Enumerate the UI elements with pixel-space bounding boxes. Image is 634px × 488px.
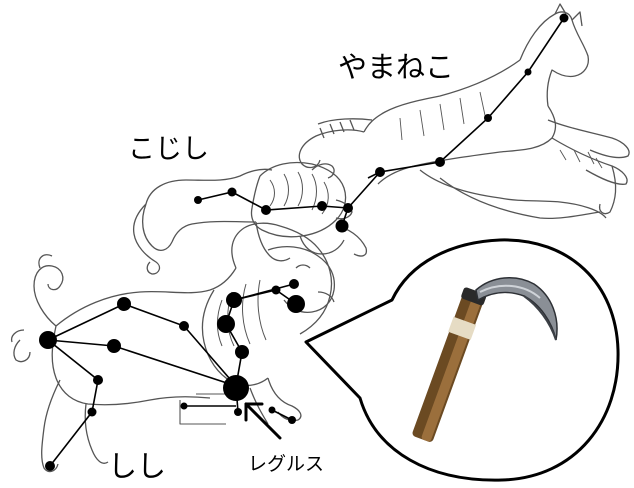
- star: [179, 321, 189, 331]
- star: [375, 167, 385, 177]
- star: [524, 68, 532, 76]
- star: [226, 292, 242, 308]
- star: [235, 345, 249, 359]
- star: [484, 114, 492, 122]
- label-kojishi: こじし: [128, 134, 209, 165]
- star: [107, 339, 121, 353]
- star: [317, 201, 327, 211]
- star: [45, 461, 55, 471]
- star: [93, 375, 103, 385]
- arrow-icon: [244, 402, 282, 440]
- leo-minor-figure: [132, 161, 368, 275]
- star: [288, 416, 296, 424]
- star: [261, 205, 271, 215]
- star: [268, 406, 276, 414]
- label-regulus: レグルス: [248, 453, 325, 475]
- label-yamaneko: やまねこ: [338, 50, 455, 84]
- star: [287, 295, 305, 313]
- star: [180, 402, 188, 410]
- lynx-figure: [298, 3, 630, 220]
- sickle-icon: [412, 277, 558, 442]
- star-regulus: [223, 375, 249, 401]
- star: [335, 219, 349, 233]
- star: [289, 279, 299, 289]
- label-shishi: しし: [108, 449, 167, 483]
- star: [194, 196, 202, 204]
- stars: [39, 13, 569, 471]
- star: [559, 13, 569, 23]
- star: [39, 331, 57, 349]
- star: [117, 297, 131, 311]
- star: [217, 315, 235, 333]
- star: [87, 407, 97, 417]
- star: [234, 408, 242, 416]
- star: [343, 203, 353, 213]
- star: [271, 285, 281, 295]
- star: [227, 187, 237, 197]
- star: [435, 157, 445, 167]
